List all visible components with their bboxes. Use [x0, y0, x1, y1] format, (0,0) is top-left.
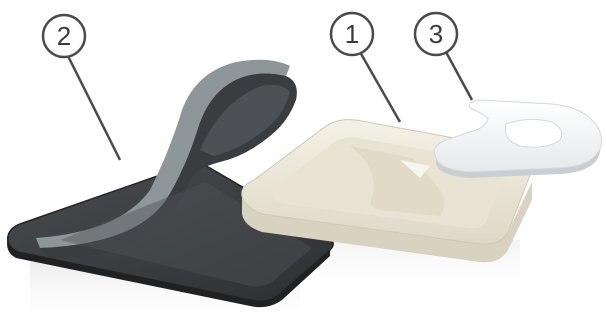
leader-line-3 — [446, 52, 472, 100]
callout-3-label: 3 — [429, 19, 443, 49]
callout-1-label: 1 — [345, 19, 359, 49]
callout-1: 1 — [331, 13, 373, 55]
pad-top — [434, 100, 601, 172]
callout-3: 3 — [415, 13, 457, 55]
leader-line-1 — [360, 52, 400, 122]
pressure-pad — [434, 100, 601, 178]
callout-2-label: 2 — [57, 21, 71, 51]
leader-line-2 — [68, 56, 120, 160]
callout-2: 2 — [43, 15, 85, 57]
